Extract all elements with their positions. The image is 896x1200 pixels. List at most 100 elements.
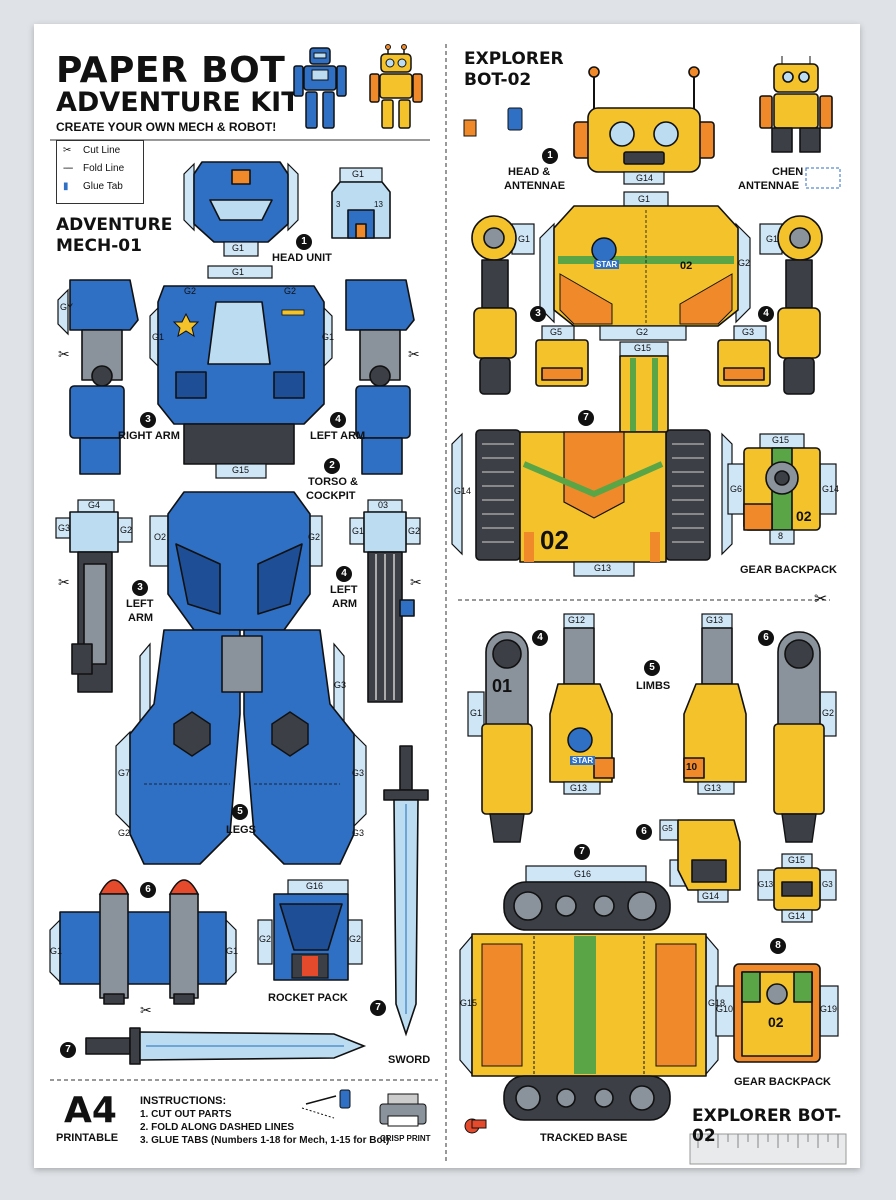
tab-label: G4 bbox=[88, 500, 101, 510]
tab-label: G2 bbox=[120, 525, 133, 535]
explorer-hand-part bbox=[659, 819, 741, 903]
scissors-icon: ✂ bbox=[140, 1002, 152, 1018]
tab-label: G1 bbox=[638, 194, 651, 204]
mech-pelvis-part bbox=[149, 491, 323, 631]
tab-label: G1 bbox=[352, 526, 365, 536]
explorer-head-part bbox=[573, 66, 715, 185]
tab-label: G18 bbox=[708, 998, 726, 1008]
pack2-number: 02 bbox=[768, 1014, 784, 1030]
label-left-arm: LEFT ARM bbox=[310, 430, 366, 442]
mech-title-line1: ADVENTURE bbox=[56, 215, 173, 235]
instruction-step: 3. GLUE TABS (Numbers 1-18 for Mech, 1-1… bbox=[140, 1135, 390, 1147]
star-badge: STAR bbox=[570, 756, 596, 766]
tab-label: G3 bbox=[334, 680, 347, 690]
label-chen-antennae: ANTENNAE bbox=[738, 180, 800, 192]
tab-label: G7 bbox=[118, 768, 131, 778]
step-number: 8 bbox=[770, 938, 786, 954]
tab-label: G1 bbox=[352, 169, 365, 179]
label-antennae: ANTENNAE bbox=[504, 180, 566, 192]
tab-label: G15 bbox=[460, 998, 478, 1008]
step-number: 4 bbox=[758, 306, 774, 322]
tab-label: G16 bbox=[574, 869, 592, 879]
tab-label: G13 bbox=[570, 783, 588, 793]
scissors-icon: ✂ bbox=[58, 574, 70, 590]
tab-label: G3 bbox=[742, 327, 755, 337]
tab-label: G19 bbox=[820, 1004, 838, 1014]
tab-label: 8 bbox=[778, 531, 784, 541]
tab-label: O2 bbox=[154, 532, 167, 542]
instructions-title: INSTRUCTIONS: bbox=[140, 1095, 227, 1107]
tab-label: G2 bbox=[118, 828, 131, 838]
explorer-mini-robot-icon bbox=[759, 56, 833, 153]
explorer-title-line2: BOT-02 bbox=[464, 70, 532, 90]
tab-label: G5 bbox=[550, 327, 563, 337]
tab-label: G13 bbox=[704, 783, 722, 793]
mech-sword-horizontal bbox=[85, 1027, 367, 1065]
tab-label: G15 bbox=[232, 465, 250, 475]
mech-pack-part bbox=[257, 879, 363, 981]
tab-label: G1 bbox=[322, 332, 335, 342]
step-number: 6 bbox=[636, 824, 652, 840]
step-number: 4 bbox=[330, 412, 346, 428]
tab-label: G15 bbox=[772, 435, 790, 445]
tab-label: G3 bbox=[822, 880, 833, 889]
tab-label: G2 bbox=[408, 526, 421, 536]
mech-rocket-part bbox=[49, 879, 237, 1005]
dashed-line-icon: ---- bbox=[63, 163, 73, 174]
explorer-chest-part bbox=[539, 191, 751, 341]
step-number: 3 bbox=[530, 306, 546, 322]
step-number: 7 bbox=[578, 410, 594, 426]
step-number: 5 bbox=[644, 660, 660, 676]
label-left: LEFT bbox=[126, 598, 154, 610]
glue-bottle-icon: ▮ bbox=[63, 181, 69, 192]
backpack-number: 02 bbox=[796, 508, 812, 524]
step-number: 1 bbox=[296, 234, 312, 250]
scissors-icon: ✂ bbox=[63, 145, 72, 156]
tab-label: G5 bbox=[662, 824, 673, 833]
instructions: INSTRUCTIONS: 1. CUT OUT PARTS 2. FOLD A… bbox=[140, 1094, 389, 1147]
tab-label: G1 bbox=[50, 946, 63, 956]
parts-layer: .ol{stroke:#111;stroke-width:1.6;stroke-… bbox=[49, 44, 847, 1165]
pencil-glue-icon bbox=[463, 107, 523, 137]
scissors-icon: ✂ bbox=[58, 346, 70, 362]
tab-label: G1 bbox=[518, 234, 531, 244]
tab-label: G14 bbox=[636, 173, 654, 183]
whistle-icon bbox=[464, 1118, 487, 1134]
mech-title-line2: MECH-01 bbox=[56, 236, 142, 256]
label-rocket-pack: ROCKET PACK bbox=[268, 992, 348, 1004]
star-badge: STAR bbox=[594, 260, 620, 270]
tab-label: G2 bbox=[259, 934, 272, 944]
label-head: HEAD & bbox=[508, 166, 551, 178]
explorer-limb-left-part bbox=[467, 631, 533, 843]
label-left: LEFT bbox=[330, 584, 358, 596]
printer-icon bbox=[379, 1093, 427, 1127]
glue-hand-icon bbox=[301, 1089, 351, 1119]
explorer-gear-backpack-part bbox=[727, 433, 837, 545]
label-cockpit: COCKPIT bbox=[306, 490, 356, 502]
tab-label: G2 bbox=[636, 327, 649, 337]
step-number: 7 bbox=[370, 1000, 386, 1016]
tab-label: G2 bbox=[184, 286, 197, 296]
tab-label: G3 bbox=[352, 828, 365, 838]
instruction-step: 2. FOLD ALONG DASHED LINES bbox=[140, 1122, 295, 1134]
tab-label: G1 bbox=[152, 332, 165, 342]
mech-torso-part bbox=[149, 265, 333, 479]
paper-size: A4 bbox=[64, 1090, 117, 1131]
step-number: 1 bbox=[542, 148, 558, 164]
label-sword: SWORD bbox=[388, 1054, 431, 1066]
blue-robot-icon bbox=[293, 47, 347, 129]
tab-label: 3 bbox=[336, 200, 341, 209]
chest-number: 02 bbox=[680, 260, 693, 272]
tab-label: 13 bbox=[374, 200, 383, 209]
tab-label: G1 bbox=[470, 708, 483, 718]
body-number: 02 bbox=[540, 525, 569, 555]
limb-number: 01 bbox=[492, 676, 513, 696]
step-number: 6 bbox=[140, 882, 156, 898]
tab-label: G10 bbox=[716, 1004, 734, 1014]
page-title-line2: ADVENTURE KIT bbox=[56, 87, 300, 118]
tab-label: G1 bbox=[226, 946, 239, 956]
mech-legs-part bbox=[115, 629, 367, 865]
mech-head-part bbox=[183, 161, 299, 257]
label-right-arm: RIGHT ARM bbox=[118, 430, 180, 442]
explorer-left-arm-part bbox=[759, 215, 823, 395]
